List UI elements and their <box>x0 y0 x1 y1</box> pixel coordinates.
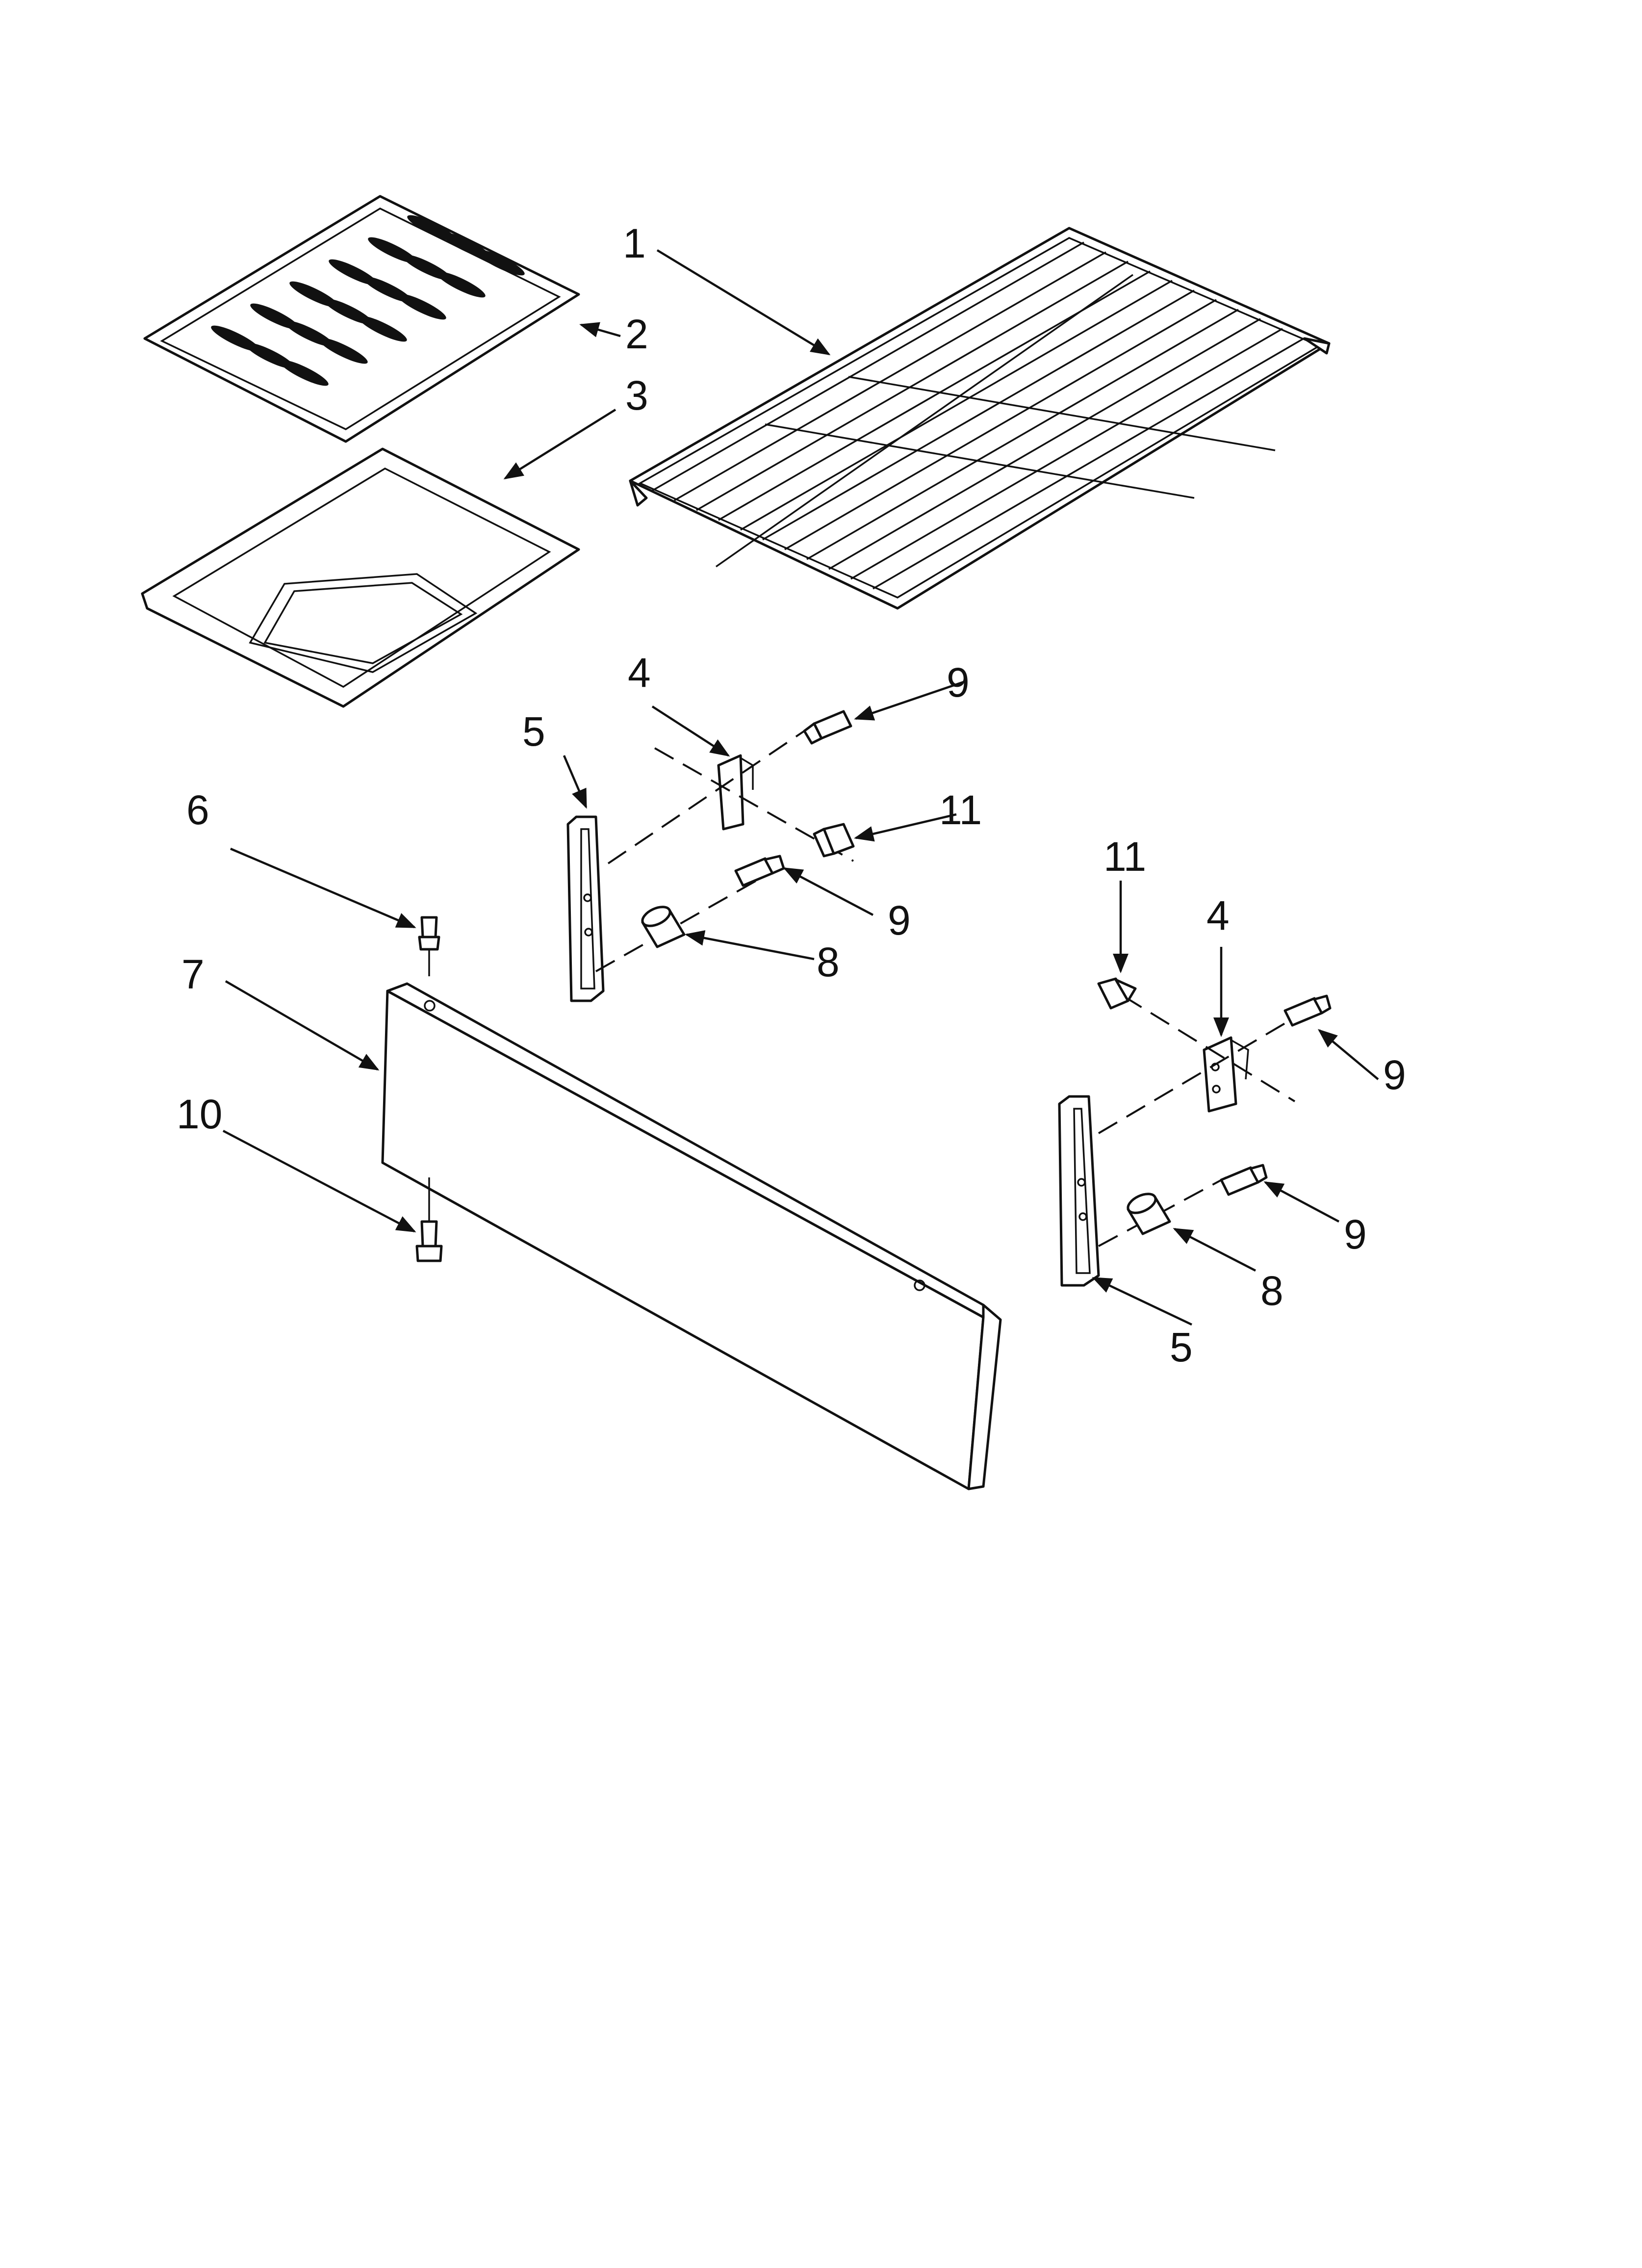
callout-7: 7 <box>181 951 205 997</box>
callout-4-left: 4 <box>628 650 651 696</box>
leader-11-left <box>854 813 957 842</box>
callout-3: 3 <box>625 372 648 418</box>
bracket <box>717 754 754 831</box>
spacer <box>641 906 686 948</box>
fastener <box>418 916 440 976</box>
oven-rack <box>629 227 1331 610</box>
callout-4-right: 4 <box>1206 892 1230 938</box>
callout-11-right: 11 <box>1103 834 1146 880</box>
leader-10 <box>222 1130 416 1232</box>
callout-2: 2 <box>625 311 648 357</box>
leader-2 <box>579 322 621 338</box>
callout-8-right: 8 <box>1260 1268 1283 1314</box>
leader-9-lower-left <box>783 867 874 916</box>
leader-3 <box>503 409 616 480</box>
leader-8-left <box>685 930 815 961</box>
callout-5-right: 5 <box>1170 1324 1193 1370</box>
leader-7 <box>225 980 380 1071</box>
support <box>566 815 605 1002</box>
fastener <box>813 823 855 858</box>
callout-10: 10 <box>177 1091 222 1137</box>
leader-9-upper-right <box>1317 1029 1379 1080</box>
leader-9-upper-left <box>854 680 964 721</box>
support <box>1058 1095 1100 1287</box>
screw-small <box>1097 977 1137 1010</box>
leader-4-left <box>651 705 730 757</box>
callout-9-upper-left: 9 <box>947 659 970 705</box>
callout-1: 1 <box>623 220 646 266</box>
leader-1 <box>656 249 831 356</box>
callout-6: 6 <box>186 787 209 833</box>
broiler-pan <box>141 447 580 708</box>
screw <box>734 855 785 887</box>
panel <box>381 982 1002 1490</box>
screw <box>1220 1164 1268 1196</box>
callout-9-lower-right: 9 <box>1344 1211 1367 1257</box>
callout-8-left: 8 <box>817 939 840 985</box>
broiler-grid <box>143 195 580 443</box>
leader-5-right <box>1092 1277 1192 1326</box>
screw <box>1283 994 1332 1027</box>
callout-5-left: 5 <box>522 708 545 755</box>
fastener <box>803 710 852 745</box>
spacer <box>1127 1193 1171 1235</box>
leader-8-right <box>1173 1227 1257 1272</box>
callout-11-left: 11 <box>939 787 982 833</box>
leader-5-left <box>563 755 588 809</box>
callout-9-lower-left: 9 <box>888 897 911 943</box>
leader-6 <box>230 847 416 929</box>
leader-9-lower-right <box>1263 1181 1340 1223</box>
callout-9-upper-right: 9 <box>1383 1052 1406 1098</box>
screw-lower <box>415 1177 443 1262</box>
